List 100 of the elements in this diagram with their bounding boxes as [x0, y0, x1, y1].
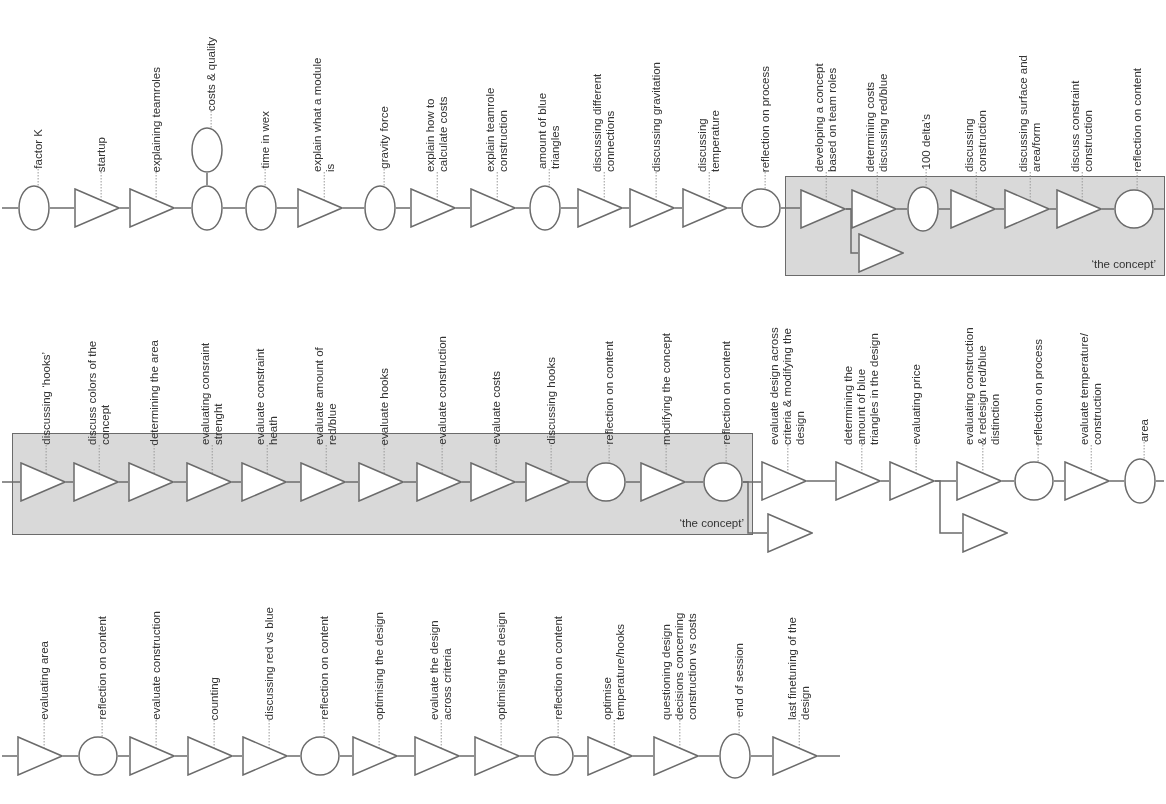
- timeline-line: [632, 755, 654, 757]
- triangle-symbol: [629, 188, 675, 228]
- step-label: 100 delta’s: [919, 113, 933, 169]
- branch-line: [742, 481, 768, 534]
- timeline-line: [1, 207, 19, 209]
- timeline-line: [1049, 208, 1057, 210]
- timeline-line: [49, 207, 75, 209]
- triangle-symbol: [761, 461, 807, 501]
- leader-line: [213, 719, 215, 749]
- leader-line: [548, 168, 550, 187]
- step-label: time in wex: [258, 111, 272, 169]
- timeline-line: [461, 481, 471, 483]
- step-label: startup: [94, 136, 108, 172]
- triangle-symbol: [474, 736, 520, 776]
- timeline-line: [1109, 480, 1125, 482]
- triangle-symbol: [73, 462, 119, 502]
- triangle-symbol: [835, 461, 881, 501]
- leader-line: [608, 444, 610, 463]
- step-label: discussing red vs blue: [262, 606, 276, 720]
- leader-line: [37, 168, 39, 187]
- oval-symbol: [364, 185, 396, 231]
- timeline-line: [1, 481, 21, 483]
- triangle-symbol: [956, 461, 1002, 501]
- oval-symbol: [719, 733, 751, 779]
- step-label: area: [1137, 418, 1151, 442]
- timeline-line: [345, 481, 359, 483]
- leader-line: [323, 171, 325, 201]
- timeline-line: [698, 755, 720, 757]
- timeline-line: [570, 481, 587, 483]
- step-label: modifying the concept: [659, 333, 673, 445]
- connector-line: [206, 172, 208, 186]
- triangle-symbol: [410, 188, 456, 228]
- leader-line: [100, 171, 102, 201]
- triangle-symbol: [767, 513, 813, 553]
- triangle-symbol: [470, 188, 516, 228]
- circle-symbol: [703, 462, 743, 502]
- leader-line: [613, 719, 615, 749]
- circle-symbol: [534, 736, 574, 776]
- triangle-symbol: [470, 462, 516, 502]
- leader-line: [1090, 444, 1092, 474]
- leader-line: [1037, 444, 1039, 462]
- circle-symbol: [586, 462, 626, 502]
- step-label: developing a concept based on team roles: [813, 54, 840, 172]
- leader-line: [725, 444, 727, 463]
- leader-line: [496, 171, 498, 201]
- step-label: optimise temperature/hooks: [601, 602, 628, 720]
- leader-line: [982, 444, 984, 474]
- timeline-line: [780, 207, 801, 209]
- triangle-symbol: [525, 462, 571, 502]
- leader-line: [1081, 171, 1083, 201]
- triangle-symbol: [858, 233, 904, 273]
- leader-line: [155, 719, 157, 749]
- step-label: discussing ‘hooks’: [39, 352, 53, 445]
- leader-line: [557, 719, 559, 737]
- leader-line: [323, 719, 325, 737]
- step-label: costs & quality: [204, 36, 218, 111]
- step-label: evaluating price: [909, 364, 923, 445]
- triangle-symbol: [242, 736, 288, 776]
- timeline-line: [622, 207, 630, 209]
- timeline-line: [174, 207, 192, 209]
- step-label: evaluate hooks: [377, 367, 391, 445]
- step-label: discussing construction: [963, 54, 990, 172]
- triangle-symbol: [682, 188, 728, 228]
- leader-line: [679, 719, 681, 749]
- step-label: evaluating area: [37, 641, 51, 720]
- triangle-symbol: [241, 462, 287, 502]
- leader-line: [738, 716, 740, 735]
- leader-line: [268, 719, 270, 749]
- timeline-line: [896, 208, 908, 210]
- step-label: discuss constraint construction: [1069, 54, 1096, 172]
- timeline-line: [1101, 208, 1115, 210]
- triangle-symbol: [186, 462, 232, 502]
- triangle-symbol: [1056, 189, 1102, 229]
- oval-symbol: [529, 185, 561, 231]
- step-label: evaluate costs: [489, 371, 503, 445]
- timeline-line: [817, 755, 841, 757]
- triangle-symbol: [129, 188, 175, 228]
- step-label: evaluate the design across criteria: [428, 602, 455, 720]
- step-label: amount of blue triangles: [536, 51, 563, 169]
- timeline-line: [685, 481, 704, 483]
- leader-line: [155, 171, 157, 201]
- timeline-line: [455, 207, 471, 209]
- step-label: explain what a module is: [311, 54, 338, 172]
- circle-symbol: [741, 188, 781, 228]
- step-label: evaluate temperature/ construction: [1078, 327, 1105, 445]
- step-label: explain teamrole construction: [484, 54, 511, 172]
- triangle-symbol: [950, 189, 996, 229]
- timeline-line: [119, 207, 130, 209]
- timeline-line: [1155, 480, 1165, 482]
- timeline-line: [519, 755, 535, 757]
- triangle-symbol: [129, 736, 175, 776]
- leader-line: [211, 444, 213, 474]
- oval-symbol: [907, 186, 939, 232]
- leader-line: [325, 444, 327, 474]
- branch-line: [934, 480, 963, 534]
- step-label: end of session: [732, 642, 746, 717]
- timeline-line: [118, 481, 129, 483]
- circle-symbol: [1014, 461, 1054, 501]
- triangle-symbol: [772, 736, 818, 776]
- triangle-symbol: [74, 188, 120, 228]
